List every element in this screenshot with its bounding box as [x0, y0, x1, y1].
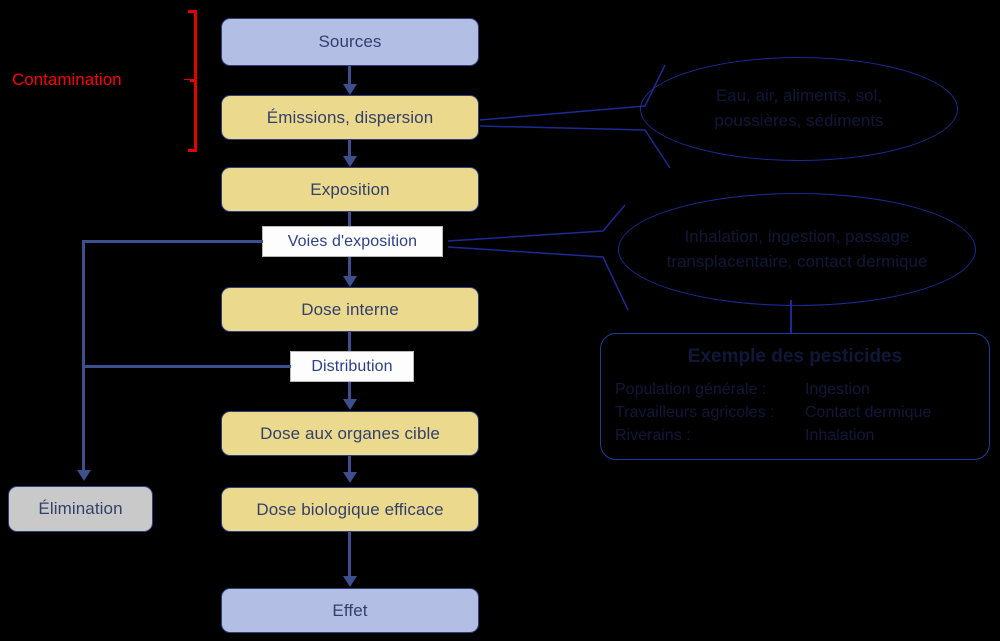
node-voies-exposition[interactable]: Voies d'exposition	[262, 226, 443, 257]
pesticide-route-2: Inhalation	[805, 427, 875, 445]
connector-emissions-exposition	[348, 140, 351, 160]
arrowhead-sources-emissions	[343, 84, 357, 95]
pesticide-routes-column: Ingestion Contact dermique Inhalation	[795, 378, 985, 448]
pesticide-group-2: Riverains :	[615, 427, 691, 445]
arrowhead-voies-dose-interne	[343, 276, 357, 287]
callout-media: Eau, air, aliments, sol, poussières, séd…	[640, 57, 958, 161]
node-effet[interactable]: Effet	[221, 588, 479, 633]
callout-routes-text: Inhalation, ingestion, passage transplac…	[666, 226, 928, 271]
pesticide-example-panel: Exemple des pesticides Population généra…	[600, 333, 990, 460]
contamination-leader-line	[128, 80, 190, 82]
node-dose-organes-cible[interactable]: Dose aux organes cible	[221, 411, 479, 456]
connector-dose-interne-distribution	[348, 332, 351, 351]
connector-voies-dose-interne	[348, 257, 351, 279]
connector-exposition-voies	[348, 212, 351, 226]
arrowhead-distribution-dose-organes	[343, 399, 357, 410]
connector-voies-to-elimination-horizontal	[82, 240, 263, 243]
node-emissions[interactable]: Émissions, dispersion	[221, 95, 479, 140]
arrowhead-dose-organes-dose-biologique	[343, 472, 357, 483]
connector-distribution-to-elimination-horizontal	[85, 365, 291, 368]
callout-media-text: Eau, air, aliments, sol, poussières, séd…	[714, 86, 884, 130]
connector-elimination-vertical	[82, 240, 85, 475]
contamination-bracket	[184, 10, 204, 152]
arrowhead-elimination	[77, 470, 91, 481]
callout-routes: Inhalation, ingestion, passage transplac…	[618, 193, 976, 306]
node-dose-interne[interactable]: Dose interne	[221, 287, 479, 332]
node-elimination[interactable]: Élimination	[8, 486, 153, 532]
contamination-label: Contamination	[12, 70, 122, 90]
node-sources[interactable]: Sources	[221, 18, 479, 66]
node-dose-biologique-efficace[interactable]: Dose biologique efficace	[221, 487, 479, 532]
connector-sources-emissions	[348, 66, 351, 87]
arrowhead-emissions-exposition	[343, 156, 357, 167]
pesticide-route-0: Ingestion	[805, 381, 870, 398]
callout-routes-tail	[447, 204, 629, 311]
connector-routes-pesticides	[790, 300, 792, 334]
callout-media-tail	[479, 64, 671, 169]
connector-distribution-dose-organes	[348, 382, 351, 402]
pesticide-groups-column: Population générale : Travailleurs agric…	[615, 378, 795, 448]
arrowhead-dose-biologique-effet	[343, 576, 357, 587]
connector-dose-organes-dose-biologique	[348, 456, 351, 475]
node-exposition[interactable]: Exposition	[221, 167, 479, 212]
node-distribution[interactable]: Distribution	[290, 351, 414, 382]
pesticide-group-1: Travailleurs agricoles :	[615, 404, 775, 422]
pesticide-panel-title: Exemple des pesticides	[687, 346, 903, 367]
connector-dose-biologique-effet	[348, 532, 351, 580]
pesticide-group-0: Population générale :	[615, 381, 767, 398]
pesticide-route-1: Contact dermique	[805, 404, 932, 422]
